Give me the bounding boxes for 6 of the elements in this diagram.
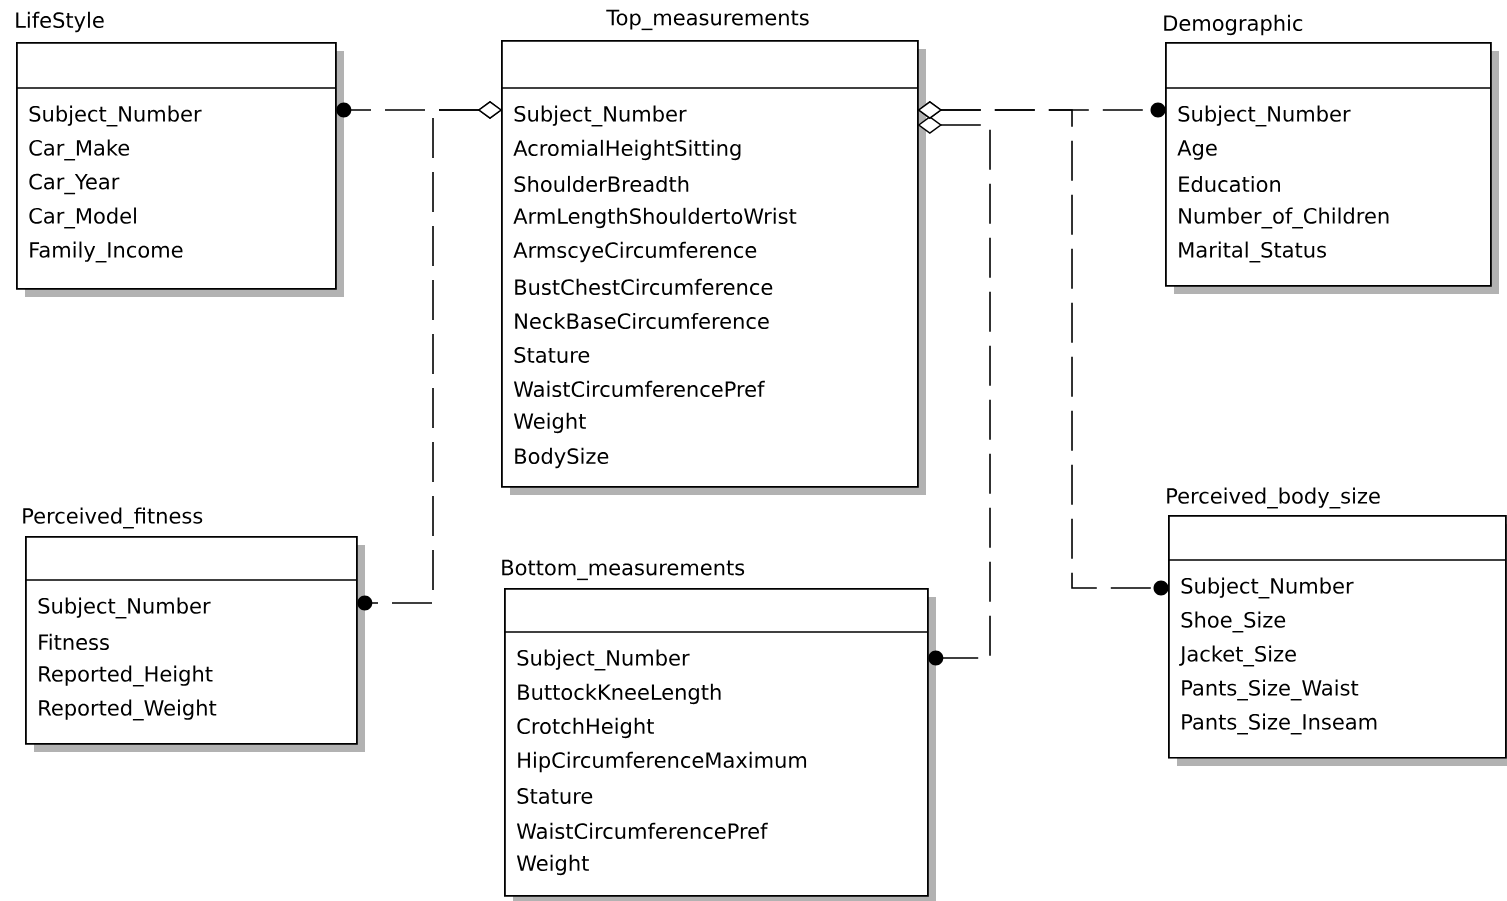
table-title: Bottom_measurements	[502, 559, 745, 581]
table-title: Top_measurements	[606, 9, 809, 31]
table-title: Perceived_fitness	[23, 507, 203, 529]
table-title: LifeStyle	[16, 11, 104, 33]
table-title: Perceived_body_size	[1167, 487, 1380, 509]
table-title: Demographic	[1164, 14, 1303, 36]
